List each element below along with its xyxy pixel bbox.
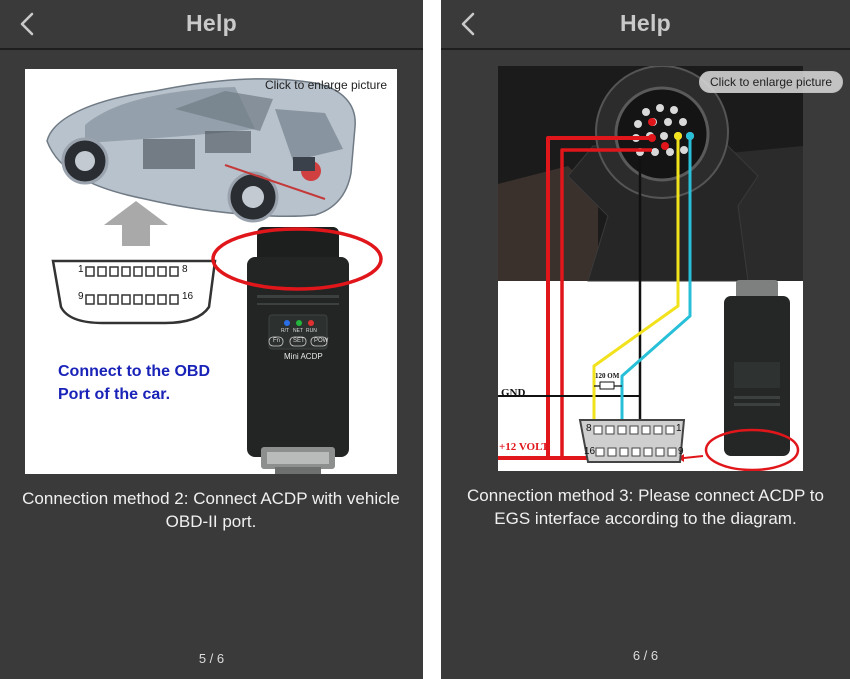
enlarge-picture-hint[interactable]: Click to enlarge picture	[699, 71, 844, 93]
page-indicator: 5 / 6	[198, 651, 225, 666]
help-screen-method-2: Help Click to enlarge picture	[0, 0, 423, 679]
acdp-device	[247, 227, 349, 474]
device-name-label: Mini ACDP	[284, 352, 323, 361]
obd-port-diagram	[51, 259, 217, 325]
pin-label: 16	[182, 291, 194, 302]
page-title: Help	[619, 10, 672, 36]
obd-instruction-line: Port of the car.	[58, 386, 171, 403]
pin-label: 8	[586, 423, 592, 434]
top-bar: Help	[441, 0, 850, 48]
help-caption: Connection method 3: Please connect ACDP…	[467, 486, 824, 528]
device-button-label: POW	[314, 338, 329, 344]
help-picture[interactable]: GND +12 VOLT 120 OM 8 1 16 9	[498, 66, 803, 471]
egs-connector	[567, 66, 759, 282]
device-button-label: SET	[293, 338, 305, 344]
help-caption: Connection method 2: Connect ACDP with v…	[22, 489, 400, 531]
led-label: NET	[293, 328, 303, 334]
resistor-label: 120 OM	[595, 372, 620, 380]
chevron-left-icon	[461, 12, 475, 36]
help-screen-method-3: Help	[441, 0, 850, 679]
top-bar: Help	[0, 0, 423, 48]
pin-label: 9	[78, 291, 84, 302]
wiring	[498, 136, 704, 462]
pin-label: 9	[678, 446, 684, 457]
highlight-circle	[211, 227, 383, 291]
title-divider	[0, 48, 423, 50]
up-arrow-icon	[104, 201, 168, 246]
back-button[interactable]	[12, 9, 42, 39]
help-picture[interactable]: Click to enlarge picture	[25, 69, 397, 474]
obd-instruction-line: Connect to the OBD	[58, 363, 210, 380]
acdp-device	[724, 280, 790, 456]
device-button-label: Fn	[273, 338, 281, 344]
obd-connection-illustration	[46, 78, 383, 474]
enlarge-picture-hint[interactable]: Click to enlarge picture	[264, 78, 387, 92]
volt-label: +12 VOLT	[499, 441, 549, 453]
back-button[interactable]	[453, 9, 483, 39]
led-label: R/T	[281, 328, 290, 334]
pin-label: 1	[676, 423, 682, 434]
pin-label: 16	[584, 446, 596, 457]
pin-label: 8	[182, 264, 188, 275]
page-title: Help	[185, 10, 238, 36]
gnd-label: GND	[501, 387, 526, 399]
pin-label: 1	[78, 264, 84, 275]
car-illustration	[46, 78, 356, 223]
led-label: RUN	[306, 328, 317, 334]
highlight-circle	[704, 428, 800, 471]
title-divider	[441, 48, 850, 50]
egs-wiring-diagram	[498, 66, 803, 471]
obd-instruction-text: Connect to the OBD Port of the car.	[58, 360, 210, 406]
page-indicator: 6 / 6	[632, 648, 659, 663]
chevron-left-icon	[20, 12, 34, 36]
obd-connector	[578, 419, 686, 463]
